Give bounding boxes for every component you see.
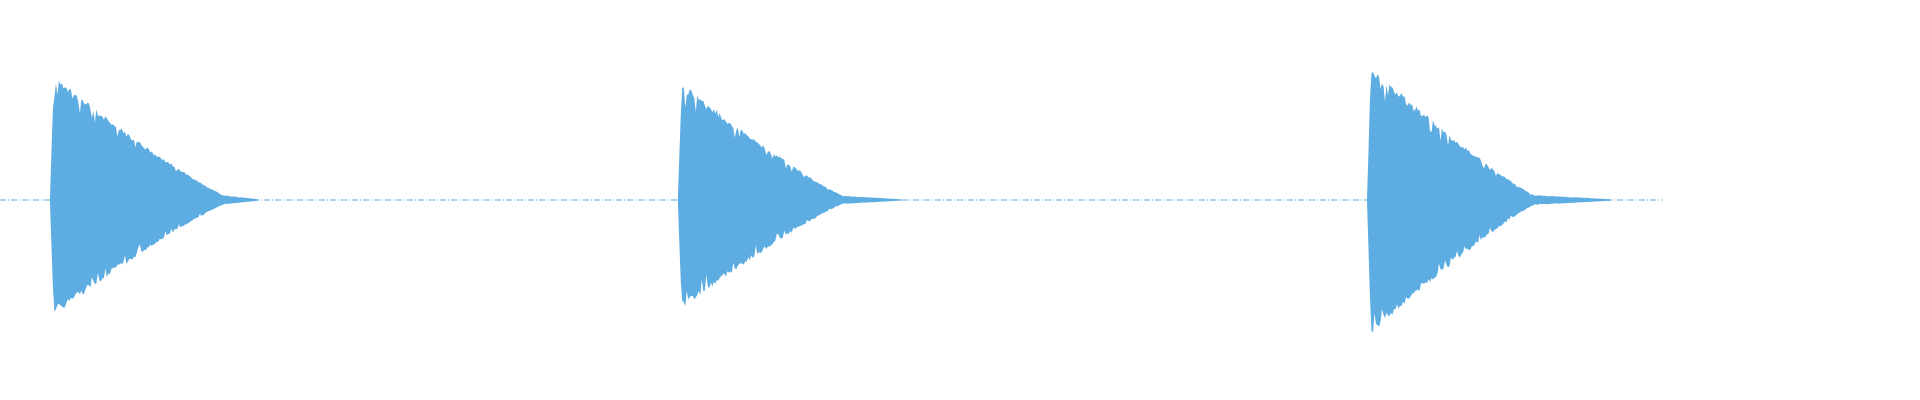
waveform-burst-1 <box>49 80 259 312</box>
waveform-burst-2 <box>677 87 902 307</box>
waveform-bursts <box>49 72 1612 333</box>
waveform-burst-3 <box>1367 72 1612 333</box>
